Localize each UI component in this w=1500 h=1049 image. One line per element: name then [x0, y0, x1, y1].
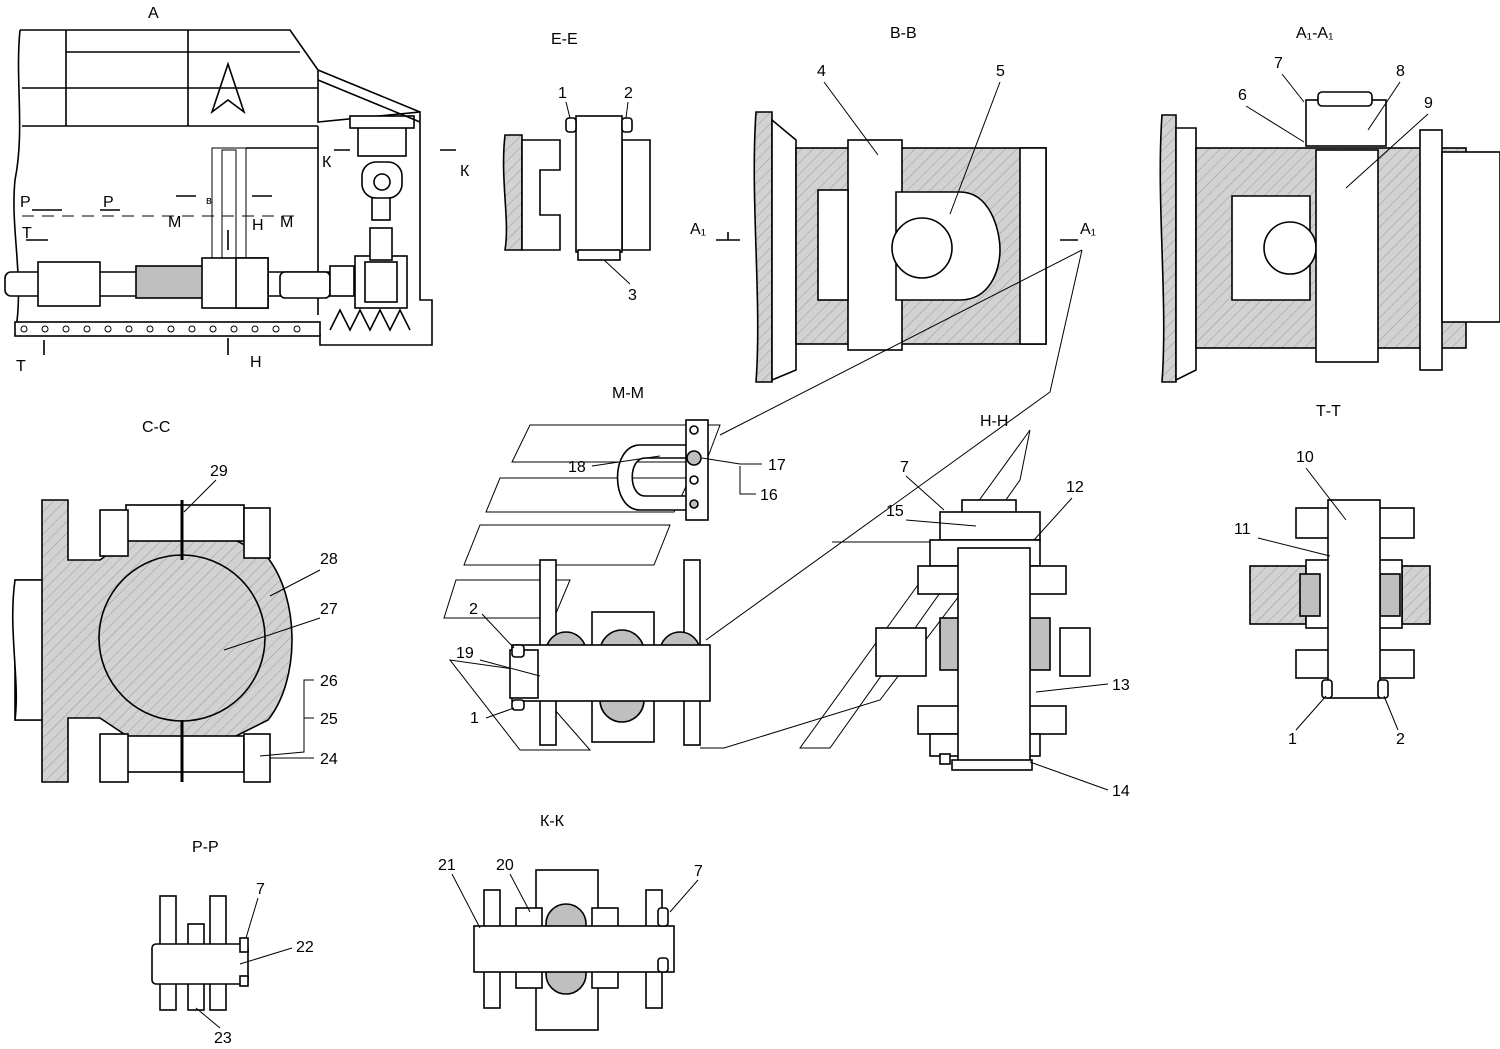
mark-m-left: М — [168, 214, 181, 231]
view-a1-a1: А₁-А₁ 7 8 6 9 — [1159, 25, 1500, 383]
view-c-c: С-С 29 28 27 26 25 24 — [11, 419, 338, 783]
hh-callout-13: 13 — [1112, 677, 1130, 694]
ee-callout-2: 2 — [624, 85, 633, 102]
a1-callout-8: 8 — [1396, 63, 1405, 80]
mark-k-left: К — [322, 154, 332, 171]
mm-callout-2: 2 — [469, 601, 478, 618]
view-e-e: Е-Е 1 2 3 — [502, 31, 651, 304]
kk-callout-20: 20 — [496, 857, 514, 874]
hh-callout-15: 15 — [886, 503, 904, 520]
b-b-mark-a1-left: А₁ — [690, 221, 706, 238]
mark-p-left: Р — [20, 194, 31, 211]
cc-callout-26: 26 — [320, 673, 338, 690]
a1-callout-7: 7 — [1274, 55, 1283, 72]
mark-k-right: К — [460, 163, 470, 180]
cc-callout-28: 28 — [320, 551, 338, 568]
hh-callout-7: 7 — [900, 459, 909, 476]
view-m-m-title: М-М — [612, 385, 644, 402]
mark-b: в — [206, 195, 212, 207]
kk-callout-21: 21 — [438, 857, 456, 874]
mm-callout-18: 18 — [568, 459, 586, 476]
view-e-e-title: Е-Е — [551, 31, 578, 48]
view-t-t: Т-Т 10 11 1 2 — [1234, 403, 1431, 748]
view-c-c-title: С-С — [142, 419, 170, 436]
view-h-h: Н-Н 7 15 12 13 14 — [700, 413, 1130, 800]
mm-callout-19: 19 — [456, 645, 474, 662]
view-m-m: М-М 17 18 16 2 19 1 — [443, 385, 786, 751]
bb-callout-5: 5 — [996, 63, 1005, 80]
view-a1-a1-title: А₁-А₁ — [1296, 25, 1333, 42]
view-b-b: В-В А₁ А₁ 4 5 — [690, 25, 1096, 641]
tt-callout-2: 2 — [1396, 731, 1405, 748]
mark-m-right: М — [280, 214, 293, 231]
mark-t-top: Т — [22, 225, 32, 242]
a1-callout-6: 6 — [1238, 87, 1247, 104]
cc-callout-29: 29 — [210, 463, 228, 480]
mark-h-top: Н — [252, 217, 264, 234]
view-a: А — [4, 5, 470, 375]
tt-callout-1: 1 — [1288, 731, 1297, 748]
pp-callout-7: 7 — [256, 881, 265, 898]
cc-callout-25: 25 — [320, 711, 338, 728]
pp-callout-23: 23 — [214, 1030, 232, 1047]
mark-h-bottom: Н — [250, 354, 262, 371]
hh-callout-12: 12 — [1066, 479, 1084, 496]
hh-callout-14: 14 — [1112, 783, 1130, 800]
cc-callout-24: 24 — [320, 751, 338, 768]
view-t-t-title: Т-Т — [1316, 403, 1341, 420]
mark-p-right: Р — [103, 194, 114, 211]
mm-callout-16: 16 — [760, 487, 778, 504]
view-b-b-title: В-В — [890, 25, 917, 42]
ee-callout-3: 3 — [628, 287, 637, 304]
mark-t-bottom: Т — [16, 358, 26, 375]
view-k-k: К-К 21 20 7 — [438, 813, 703, 1031]
mm-callout-17: 17 — [768, 457, 786, 474]
ee-callout-1: 1 — [558, 85, 567, 102]
kk-callout-7: 7 — [694, 863, 703, 880]
a1-callout-9: 9 — [1424, 95, 1433, 112]
pp-callout-22: 22 — [296, 939, 314, 956]
tt-callout-10: 10 — [1296, 449, 1314, 466]
mm-callout-1: 1 — [470, 710, 479, 727]
view-a-title: А — [148, 5, 159, 22]
view-k-k-title: К-К — [540, 813, 565, 830]
cc-callout-27: 27 — [320, 601, 338, 618]
view-p-p: Р-Р 7 22 23 — [151, 839, 314, 1047]
bb-callout-4: 4 — [817, 63, 826, 80]
view-h-h-title: Н-Н — [980, 413, 1008, 430]
b-b-mark-a1-right: А₁ — [1080, 221, 1096, 238]
view-p-p-title: Р-Р — [192, 839, 219, 856]
tt-callout-11: 11 — [1234, 521, 1251, 538]
